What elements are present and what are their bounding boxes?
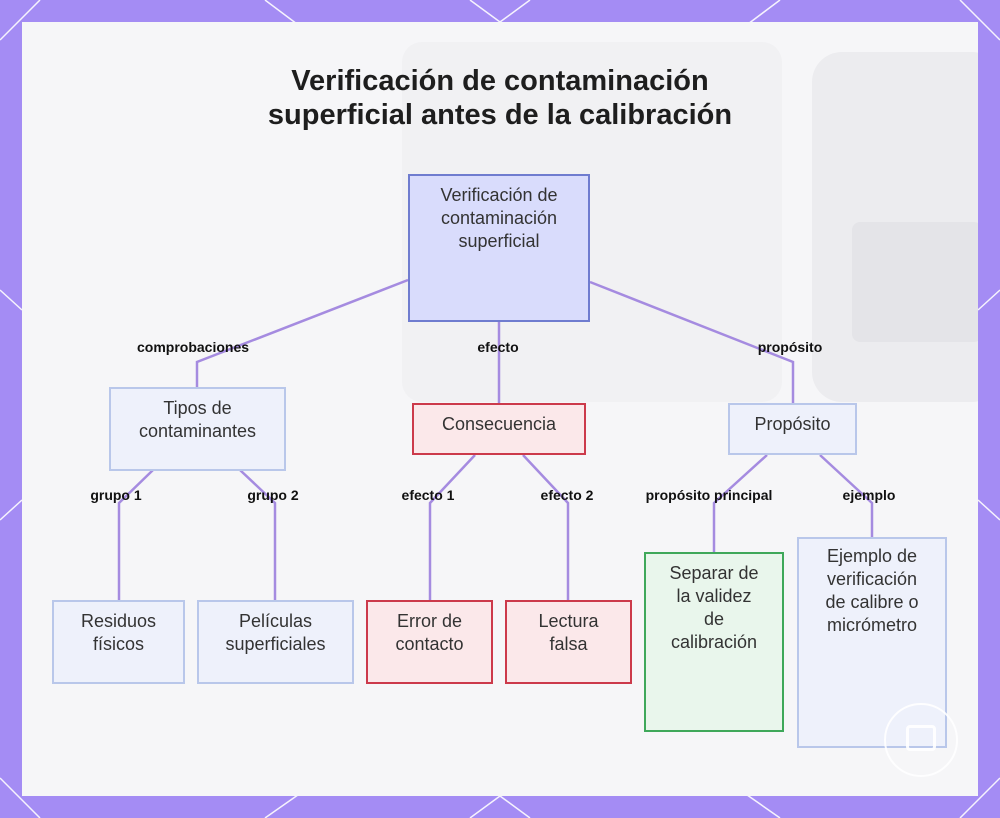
node-residuos-fisicos[interactable]: Residuos físicos <box>52 600 185 684</box>
node-ejemplo-line-4: micrómetro <box>799 614 945 637</box>
node-root[interactable]: Verificación de contaminación superficia… <box>408 174 590 322</box>
edge-label-efecto-2: efecto 2 <box>541 487 594 503</box>
node-consecuencia[interactable]: Consecuencia <box>412 403 586 455</box>
node-root-line-1: Verificación de <box>410 184 588 207</box>
node-peliculas-superficiales[interactable]: Películas superficiales <box>197 600 354 684</box>
node-separar-validez[interactable]: Separar de la validez de calibración <box>644 552 784 732</box>
node-error-line-2: contacto <box>368 633 491 656</box>
edge-consecuencia-lectura <box>523 455 568 600</box>
node-separar-line-1: Separar de <box>646 562 782 585</box>
node-root-line-2: contaminación <box>410 207 588 230</box>
node-root-line-3: superficial <box>410 230 588 253</box>
node-lectura-line-2: falsa <box>507 633 630 656</box>
edge-label-comprobaciones: comprobaciones <box>137 339 249 355</box>
node-tipos-de-contaminantes[interactable]: Tipos de contaminantes <box>109 387 286 471</box>
edge-label-grupo-2: grupo 2 <box>247 487 298 503</box>
node-peliculas-line-2: superficiales <box>199 633 352 656</box>
edge-root-tipos <box>197 280 408 387</box>
edge-label-proposito: propósito <box>758 339 823 355</box>
node-proposito[interactable]: Propósito <box>728 403 857 455</box>
node-lectura-line-1: Lectura <box>507 610 630 633</box>
node-separar-line-4: calibración <box>646 631 782 654</box>
node-error-line-1: Error de <box>368 610 491 633</box>
node-error-de-contacto[interactable]: Error de contacto <box>366 600 493 684</box>
node-ejemplo-line-2: verificación <box>799 568 945 591</box>
node-residuos-line-1: Residuos <box>54 610 183 633</box>
node-consecuencia-line-1: Consecuencia <box>414 413 584 436</box>
edge-consecuencia-error <box>430 455 475 600</box>
edge-label-efecto-1: efecto 1 <box>402 487 455 503</box>
node-lectura-falsa[interactable]: Lectura falsa <box>505 600 632 684</box>
watermark-logo-icon <box>884 703 958 777</box>
node-ejemplo-line-1: Ejemplo de <box>799 545 945 568</box>
edge-proposito-separar <box>714 455 767 552</box>
node-tipos-line-1: Tipos de <box>111 397 284 420</box>
node-separar-line-3: de <box>646 608 782 631</box>
edge-label-efecto: efecto <box>477 339 518 355</box>
node-peliculas-line-1: Películas <box>199 610 352 633</box>
edge-label-ejemplo: ejemplo <box>843 487 896 503</box>
node-proposito-line-1: Propósito <box>730 413 855 436</box>
node-separar-line-2: la validez <box>646 585 782 608</box>
watermark-logo-inner <box>906 725 936 751</box>
node-tipos-line-2: contaminantes <box>111 420 284 443</box>
node-residuos-line-2: físicos <box>54 633 183 656</box>
edge-label-proposito-principal: propósito principal <box>646 487 773 503</box>
node-ejemplo-line-3: de calibre o <box>799 591 945 614</box>
edge-label-grupo-1: grupo 1 <box>90 487 141 503</box>
